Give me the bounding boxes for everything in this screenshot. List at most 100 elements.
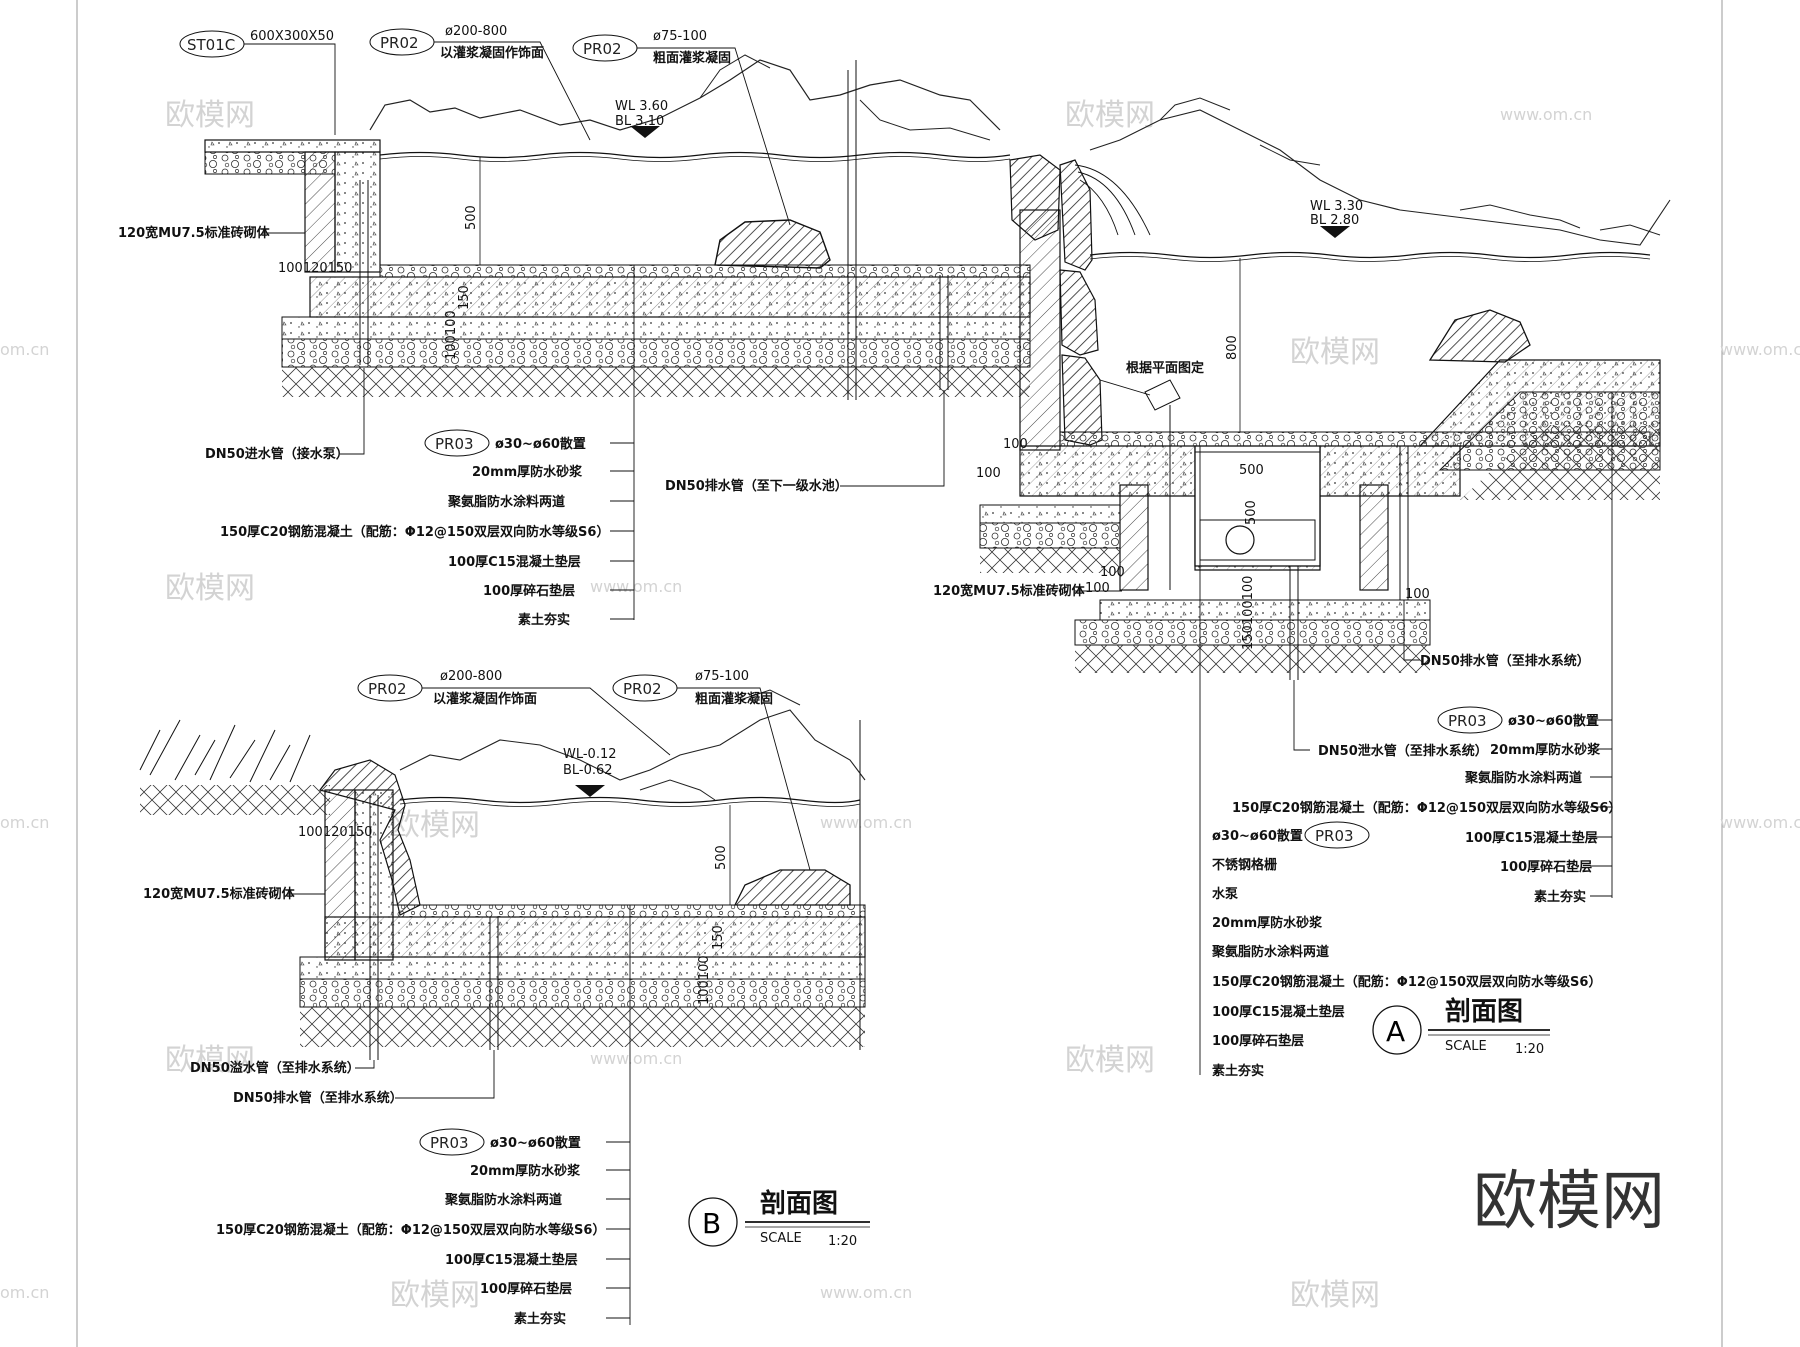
rockwork-outline xyxy=(639,689,801,801)
watermark-brand: 欧模网 xyxy=(390,808,480,843)
leader-line xyxy=(244,43,336,135)
tag-pr03-label: PR03 xyxy=(430,1134,469,1152)
rammed-soil xyxy=(300,1007,865,1047)
pump-l4: 20mm厚防水砂浆 xyxy=(1212,915,1323,931)
water-line xyxy=(379,156,1011,162)
leader-line xyxy=(340,368,365,455)
watermarks: 欧模网 欧模网 www.om.cn 欧模网 om.cn www.om.cn 欧模… xyxy=(0,98,1800,1313)
section-b-title-circle xyxy=(688,1197,738,1247)
leader-line xyxy=(434,41,591,141)
rammed-soil xyxy=(282,367,1030,397)
water-line xyxy=(379,151,1011,159)
dim-150100100: 150100100 xyxy=(1241,576,1256,650)
tag-pr02-spec: ø75-100 xyxy=(653,29,707,44)
dim-800: 800 xyxy=(1225,335,1240,360)
rockwork-outline xyxy=(699,54,991,141)
pump-l5: 聚氨脂防水涂料两道 xyxy=(1211,944,1329,960)
rc-slab-hatch xyxy=(310,277,1030,317)
layer-b6: 100厚碎石垫层 xyxy=(480,1281,572,1297)
c15-cushion xyxy=(979,504,1121,524)
watermark-url: om.cn xyxy=(0,813,49,832)
label-inlet: DN50进水管（接水泵） xyxy=(205,446,349,462)
boulder xyxy=(1059,269,1099,356)
watermark-brand: 欧模网 xyxy=(1290,1278,1380,1313)
layer-r6: 100厚碎石垫层 xyxy=(1500,859,1592,875)
retaining-wall xyxy=(1019,209,1061,451)
leader-line xyxy=(1293,680,1310,751)
level-marker xyxy=(1320,226,1350,238)
leader-line xyxy=(1099,379,1151,396)
waterfall-line xyxy=(1079,179,1119,236)
leader-line xyxy=(422,687,671,756)
label-plan-note: 根据平面图定 xyxy=(1126,360,1204,376)
tag-pr03-label: PR03 xyxy=(435,435,474,453)
boulder xyxy=(1059,159,1093,271)
concrete-wall xyxy=(334,151,381,273)
brick-wall xyxy=(304,151,336,273)
boulder xyxy=(318,759,421,916)
upper-bl: BL 3.10 xyxy=(615,114,664,129)
corner-watermark: 欧模网 xyxy=(1473,1165,1665,1239)
tag-st01c-size: 600X300X50 xyxy=(250,29,334,44)
label-drain-next: DN50排水管（至下一级水池） xyxy=(665,478,848,494)
watermark-brand: 欧模网 xyxy=(390,1278,480,1313)
layer-l3: 聚氨脂防水涂料两道 xyxy=(447,494,565,510)
tag-pr02-label: PR02 xyxy=(380,34,419,52)
boulder xyxy=(1428,309,1531,363)
gravel-cushion xyxy=(299,978,866,1008)
section-b-letter: B xyxy=(702,1207,721,1240)
pebble-layer xyxy=(392,904,866,918)
dim-100: 100 xyxy=(976,466,1001,481)
layer-l7: 素土夯实 xyxy=(518,612,570,628)
pebble-layer xyxy=(379,264,1031,278)
gravel-cushion xyxy=(281,338,1031,368)
tag-pr03-label: PR03 xyxy=(1448,712,1487,730)
tag-pr02-spec: ø200-800 xyxy=(445,24,507,39)
level-marker xyxy=(630,126,660,138)
label-overflow: DN50溢水管（至排水系统） xyxy=(190,1060,360,1076)
lower-wl: WL 3.30 xyxy=(1310,199,1363,214)
section-b-bl: BL-0.62 xyxy=(563,763,613,778)
dim-500: 500 xyxy=(1244,500,1259,525)
pump-l6: 150厚C20钢筋混凝土（配筋：Φ12@150双层双向防水等级S6） xyxy=(1212,974,1601,990)
pump-body xyxy=(1199,519,1316,561)
tag-pr02-spec: ø75-100 xyxy=(695,669,749,684)
c15-cushion xyxy=(281,316,1031,340)
pump-l8: 100厚碎石垫层 xyxy=(1212,1033,1304,1049)
layer-ticks xyxy=(610,442,634,620)
tag-pr02-desc: 以灌浆凝固作饰面 xyxy=(440,45,544,61)
pump-l1: ø30~ø60散置 xyxy=(1212,828,1303,844)
rammed-soil xyxy=(980,548,1120,573)
label-overflow: DN50泄水管（至排水系统） xyxy=(1318,743,1488,759)
boulder xyxy=(714,219,831,269)
water-line xyxy=(399,796,861,804)
watermark-url: www.om.cn xyxy=(1720,813,1800,832)
spotlight-icon xyxy=(1144,379,1181,411)
section-a-scale-word: SCALE xyxy=(1445,1039,1487,1054)
section-b-scale: 1:20 xyxy=(828,1234,857,1249)
tag-pr02-desc: 粗面灌浆凝固 xyxy=(653,50,731,66)
layer-l5: 100厚C15混凝土垫层 xyxy=(448,554,581,570)
brick-wall xyxy=(1359,484,1389,591)
pump-l2: 不锈钢格栅 xyxy=(1212,857,1277,873)
layer-b4: 150厚C20钢筋混凝土（配筋：Φ12@150双层双向防水等级S6） xyxy=(216,1222,605,1238)
leader-line xyxy=(355,1060,375,1069)
boulder xyxy=(733,869,851,906)
dim-500: 500 xyxy=(714,845,729,870)
label-brick2: 120宽MU7.5标准砖砌体 xyxy=(933,583,1086,599)
section-b-wl: WL-0.12 xyxy=(563,747,617,762)
bank-soil xyxy=(1460,425,1660,500)
upper-wl: WL 3.60 xyxy=(615,99,668,114)
section-a-scale: 1:20 xyxy=(1515,1042,1544,1057)
leader-line xyxy=(677,687,811,871)
tag-pr02-desc: 以灌浆凝固作饰面 xyxy=(433,691,537,707)
tag-pr02-label: PR02 xyxy=(368,680,407,698)
layer-b1: ø30~ø60散置 xyxy=(490,1135,581,1151)
water-line xyxy=(1089,251,1651,259)
tag-pr03-label: PR03 xyxy=(1315,827,1354,845)
layer-r2: 20mm厚防水砂浆 xyxy=(1490,742,1601,758)
section-b: WL-0.12 BL-0.62 100120150 500 150 100100… xyxy=(139,669,870,1327)
level-marker xyxy=(575,785,605,797)
rc-slab-hatch xyxy=(325,917,865,957)
